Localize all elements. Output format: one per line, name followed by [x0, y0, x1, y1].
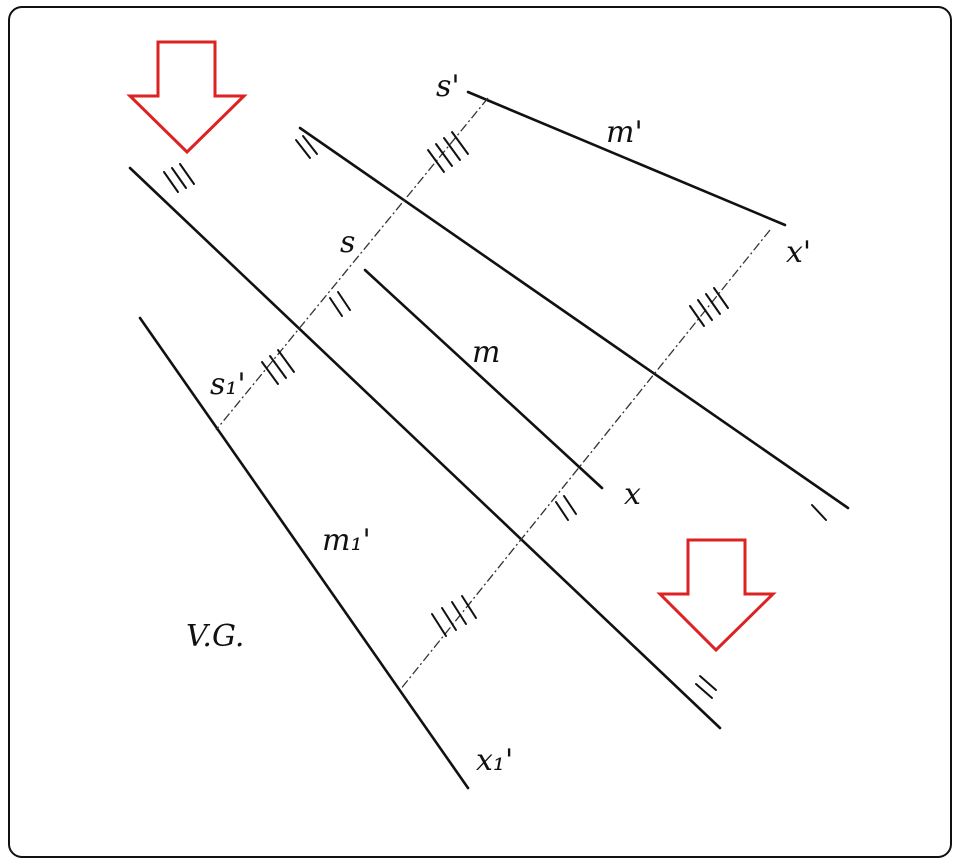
reference-line-ii: [128, 166, 722, 730]
line-m1-prime: [138, 316, 470, 790]
line-m-prime: [466, 90, 787, 227]
label-s: s: [340, 225, 355, 260]
projector-x: [399, 229, 771, 691]
label-s1-prime: s₁': [210, 367, 246, 402]
label-true-size: V.G.: [186, 619, 244, 654]
down-arrow-icon: [126, 40, 248, 155]
reference-line-i: [298, 126, 850, 510]
line-m: [363, 268, 604, 490]
label-m1-prime: m₁': [322, 523, 371, 558]
label-x: x: [624, 477, 641, 512]
diagram-frame: [8, 6, 952, 858]
label-x-prime: x': [786, 235, 811, 270]
down-arrow-icon: [656, 538, 777, 653]
label-m: m: [472, 335, 500, 370]
tick-marks: [163, 131, 827, 699]
label-s-prime: s': [436, 69, 460, 104]
label-m-prime: m': [606, 115, 643, 150]
label-x1-prime: x₁': [476, 743, 513, 778]
